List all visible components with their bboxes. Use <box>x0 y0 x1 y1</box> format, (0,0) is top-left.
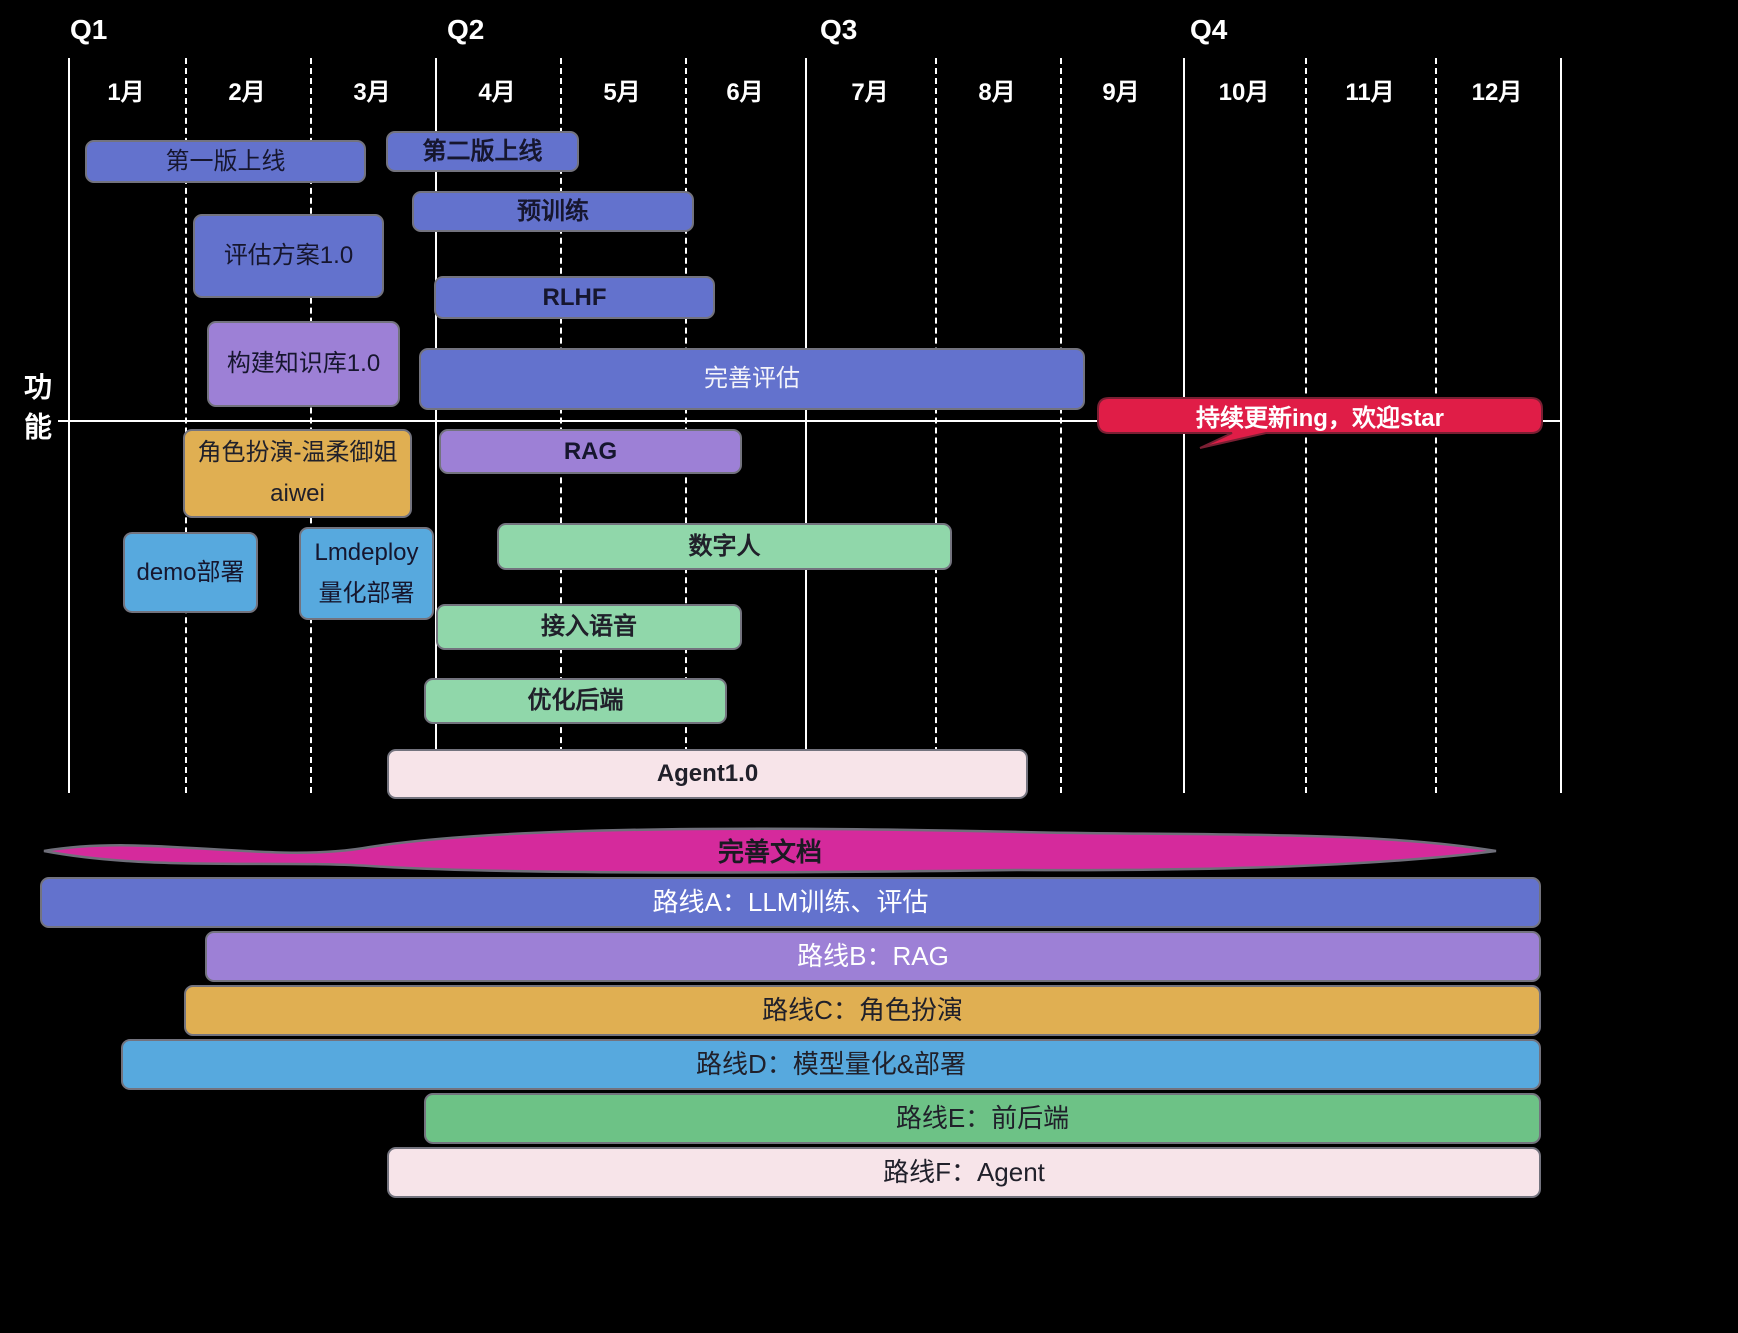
route-label: 路线E：前后端 <box>895 1102 1070 1133</box>
task-label: aiwei <box>270 480 325 507</box>
month-label: 12月 <box>1471 79 1523 106</box>
task-label: 角色扮演-温柔御姐 <box>197 439 398 467</box>
route-b-bar: 路线B：RAG <box>205 931 1541 982</box>
route-d-bar: 路线D：模型量化&部署 <box>121 1039 1541 1090</box>
callout-bubble-shape <box>1097 397 1543 449</box>
route-f-bar: 路线F：Agent <box>387 1147 1541 1198</box>
route-c-bar: 路线C：角色扮演 <box>184 985 1541 1036</box>
month-gridline <box>560 58 562 793</box>
route-label: 路线A：LLM训练、评估 <box>652 886 929 917</box>
callout-label: 持续更新ing，欢迎star <box>1195 404 1444 432</box>
route-label: 路线F：Agent <box>883 1156 1045 1187</box>
x-axis-line <box>58 420 1562 422</box>
task-label: 第二版上线 <box>422 137 543 165</box>
task-backend-opt: 优化后端 <box>424 678 727 724</box>
task-label: Lmdeploy <box>314 539 419 567</box>
month-label: 2月 <box>228 79 266 106</box>
route-label: 路线D：模型量化&部署 <box>695 1048 967 1079</box>
task-label: demo部署 <box>136 558 245 586</box>
task-label: 完善评估 <box>704 365 800 393</box>
task-label: RAG <box>563 437 618 465</box>
task-label: 评估方案1.0 <box>223 242 354 270</box>
month-label: 3月 <box>353 79 391 106</box>
month-label: 11月 <box>1345 79 1395 106</box>
task-voice-access: 接入语音 <box>436 604 742 650</box>
month-label: 8月 <box>978 79 1016 106</box>
task-label: 数字人 <box>688 532 761 560</box>
month-label: 9月 <box>1102 79 1140 106</box>
task-v1-launch: 第一版上线 <box>85 140 366 183</box>
quarter-label: Q4 <box>1190 14 1228 45</box>
task-label: 预训练 <box>517 197 589 225</box>
month-label: 5月 <box>603 79 641 106</box>
task-v2-launch: 第二版上线 <box>386 131 579 172</box>
banner-ribbon-shape <box>43 827 1497 874</box>
month-gridline <box>805 58 807 793</box>
route-label: 路线B：RAG <box>797 940 949 971</box>
task-improve-eval: 完善评估 <box>419 348 1085 410</box>
task-pretrain: 预训练 <box>412 191 694 232</box>
update-callout: 持续更新ing，欢迎star <box>1096 396 1544 450</box>
route-e-bar: 路线E：前后端 <box>424 1093 1541 1144</box>
month-gridline <box>185 58 187 793</box>
month-label: 10月 <box>1218 79 1270 106</box>
quarter-label: Q3 <box>820 14 858 45</box>
quarter-label: Q2 <box>447 14 485 45</box>
task-knowledge-base: 构建知识库1.0 <box>207 321 400 407</box>
docs-banner: 完善文档 <box>40 823 1500 877</box>
month-gridline <box>1560 58 1562 793</box>
task-rag: RAG <box>439 429 742 474</box>
banner-label: 完善文档 <box>717 836 822 867</box>
task-label: RLHF <box>542 283 607 311</box>
task-label: Agent1.0 <box>656 760 759 788</box>
month-gridline <box>935 58 937 793</box>
task-roleplay-aiwei: 角色扮演-温柔御姐 aiwei <box>183 429 412 518</box>
month-gridline <box>1060 58 1062 793</box>
month-label: 4月 <box>478 79 516 106</box>
task-agent-1-0: Agent1.0 <box>387 749 1028 799</box>
month-gridline <box>435 58 437 793</box>
y-axis-label: 功能 <box>21 372 52 452</box>
route-a-bar: 路线A：LLM训练、评估 <box>40 877 1541 928</box>
month-gridline <box>310 58 312 793</box>
task-label: 构建知识库1.0 <box>226 350 381 378</box>
quarter-label: Q1 <box>70 14 108 45</box>
month-label: 7月 <box>851 79 889 106</box>
task-label: 第一版上线 <box>165 147 286 175</box>
task-demo-deploy: demo部署 <box>123 532 258 613</box>
month-gridline <box>68 58 70 793</box>
month-label: 1月 <box>107 79 145 106</box>
route-label: 路线C：角色扮演 <box>762 994 963 1025</box>
task-lmdeploy: Lmdeploy 量化部署 <box>299 527 434 620</box>
month-gridline <box>685 58 687 793</box>
task-label: 接入语音 <box>541 613 637 641</box>
task-label: 量化部署 <box>318 580 415 607</box>
month-label: 6月 <box>726 79 764 106</box>
task-label: 优化后端 <box>527 687 624 715</box>
task-digital-human: 数字人 <box>497 523 952 570</box>
task-rlhf: RLHF <box>434 276 715 319</box>
task-eval-plan-1-0: 评估方案1.0 <box>193 214 384 298</box>
